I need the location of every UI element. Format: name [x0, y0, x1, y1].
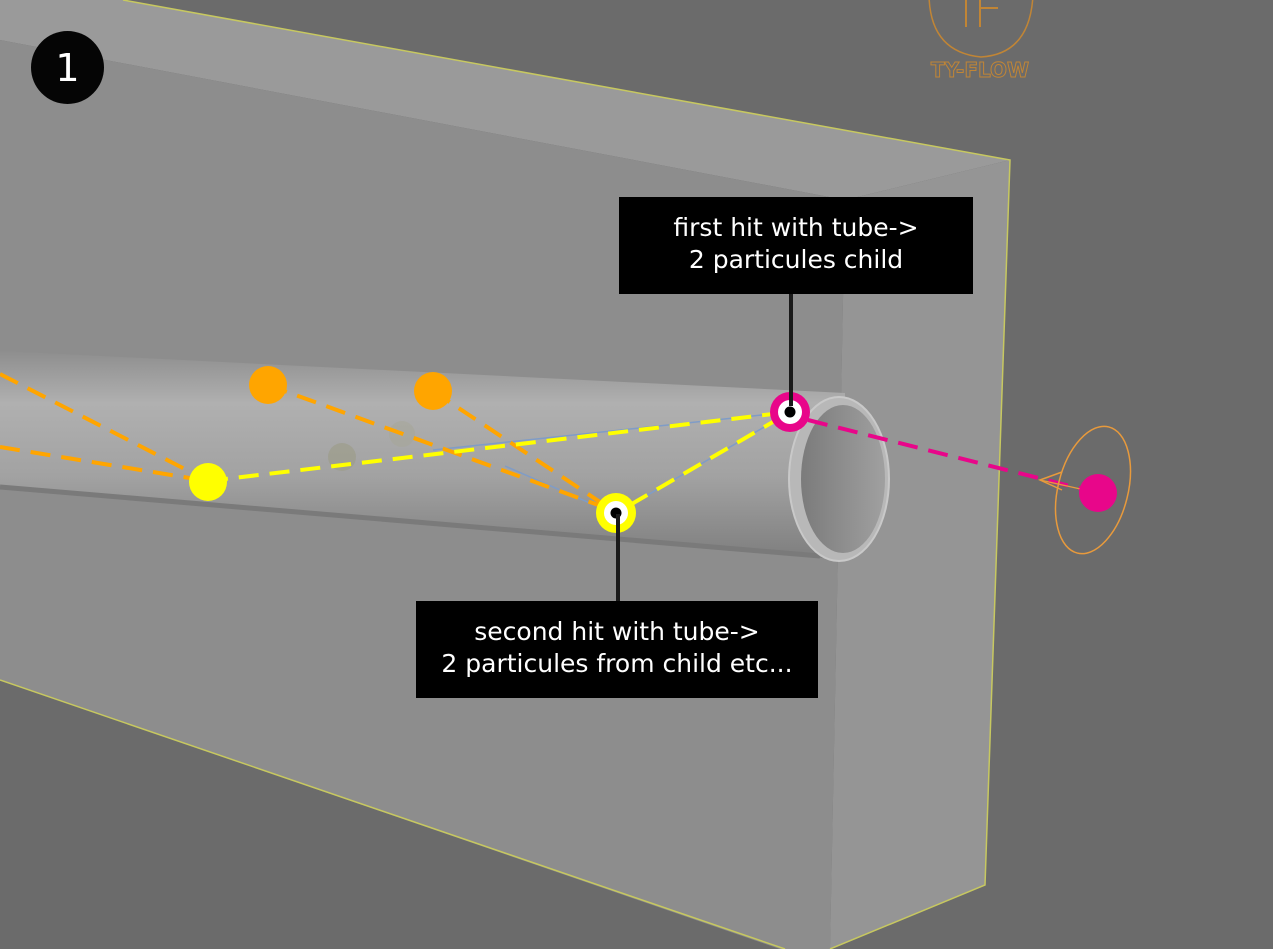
second-hit-callout-line1: second hit with tube->	[474, 617, 760, 646]
tube-bottom-shadow	[0, 484, 821, 559]
first-hit-marker	[770, 392, 810, 432]
step-number: 1	[55, 45, 80, 90]
trajectory-blue	[432, 411, 791, 451]
magenta-trajectory	[807, 418, 1099, 495]
second-hit-callout-line2: 2 particules from child etc...	[441, 649, 793, 678]
box-top-face	[0, 0, 1010, 200]
yellow-particle	[189, 463, 227, 501]
orange-particle	[249, 366, 287, 404]
orange-particle	[414, 372, 452, 410]
yellow-trajectories	[207, 410, 792, 507]
first-hit-callout: first hit with tube-> 2 particules child	[619, 197, 973, 294]
tube-opening-inner	[801, 405, 885, 553]
first-hit-callout-line2: 2 particules child	[688, 245, 904, 274]
orange-trajectories	[0, 372, 614, 512]
box-edge-highlight	[122, 0, 1011, 949]
orange-emitter-gizmo-icon	[1038, 425, 1132, 555]
second-hit-callout: second hit with tube-> 2 particules from…	[416, 601, 818, 698]
box-side-face	[830, 160, 1010, 949]
first-hit-callout-line1: first hit with tube->	[673, 213, 919, 242]
step-number-badge: 1	[31, 31, 104, 104]
second-hit-marker	[596, 493, 636, 533]
tyflow-logo-icon: TY-FLOW	[928, 0, 1034, 83]
box-bottom-edge	[0, 679, 786, 949]
watermark-brand: TY-FLOW	[931, 58, 1029, 82]
